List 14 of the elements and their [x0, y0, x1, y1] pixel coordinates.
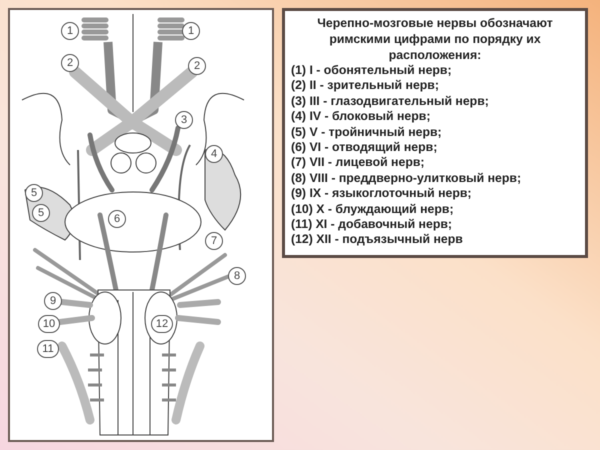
list-item: (10) X - блуждающий нерв;	[291, 202, 455, 218]
heading: Черепно-мозговые нервы обозначают римскими цифрами по порядку их расположения:	[316, 15, 554, 63]
list-item: (8) VIII - преддверно-улитковый нерв;	[291, 170, 522, 186]
legend-panel	[282, 8, 588, 258]
list-item: (3) III - глазодвигательный нерв;	[291, 94, 490, 110]
list-item: (4) IV - блоковый нерв;	[291, 109, 432, 125]
list-item: (7) VII - лицевой нерв;	[291, 155, 426, 171]
list-item: (12) XII - подъязычный нерв	[291, 232, 464, 248]
list-item: (6) VI - отводящий нерв;	[291, 140, 438, 156]
list-item: (11) XI - добавочный нерв;	[291, 217, 453, 232]
list-item: (9) IX - языкоглоточный нерв;	[291, 186, 472, 202]
list-item: (2) II - зрительный нерв;	[291, 78, 440, 94]
list-item: (5) V - тройничный нерв;	[291, 124, 443, 140]
list-item: (1) I - обонятельный нерв;	[291, 63, 453, 78]
